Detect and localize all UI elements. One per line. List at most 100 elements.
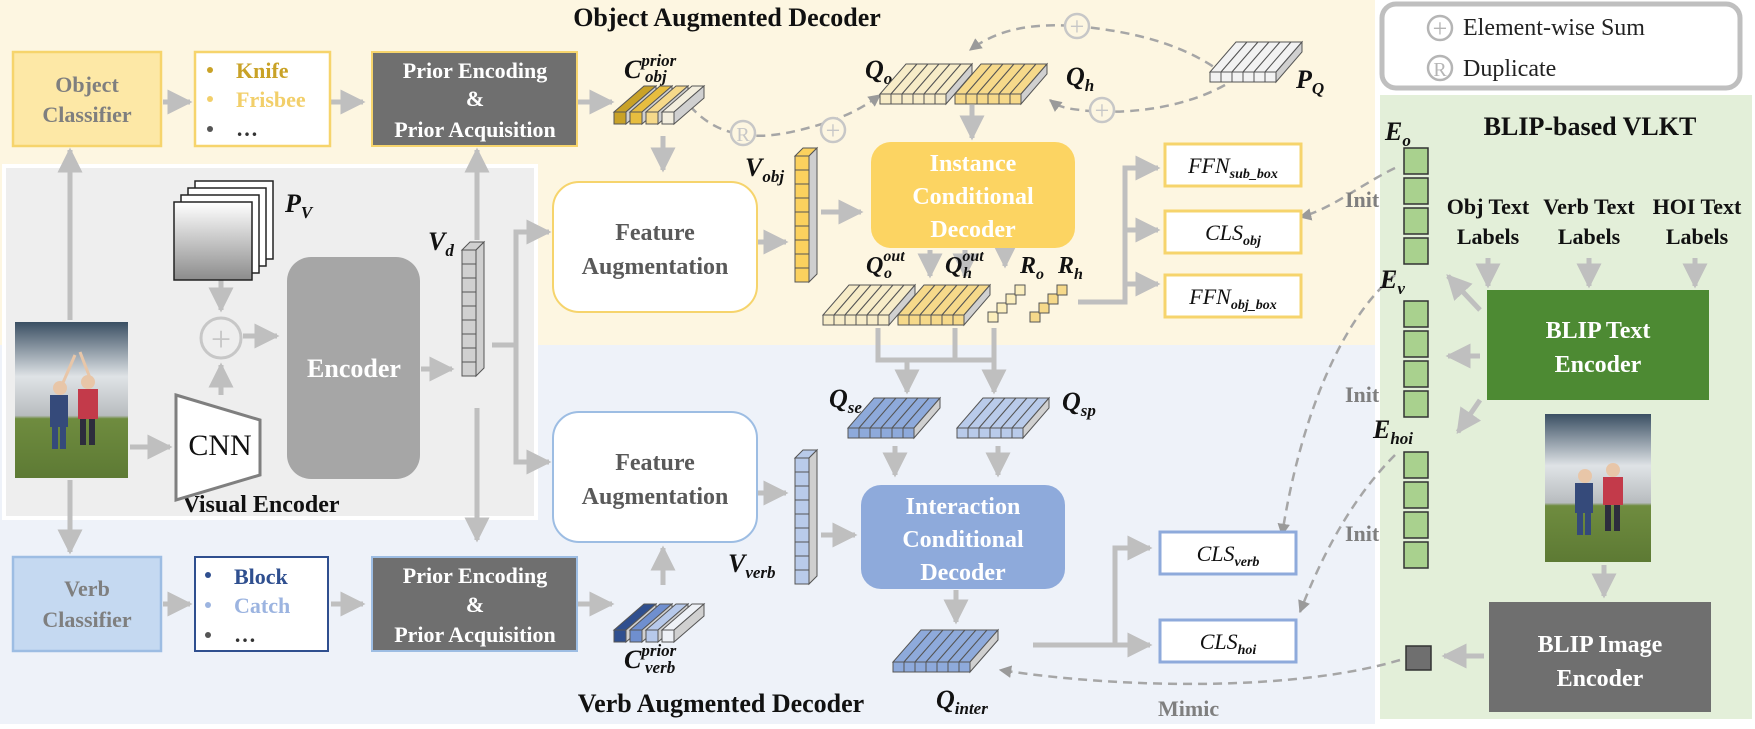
verb-text-labels-1: Verb Text <box>1543 194 1635 219</box>
q-h-out-bar <box>930 314 943 326</box>
obj-text-labels-2: Labels <box>1457 224 1520 249</box>
object-fa-label-2: Augmentation <box>582 254 729 280</box>
c-verb-bar <box>613 629 627 643</box>
object-decoder-title: Object Augmented Decoder <box>573 3 881 32</box>
v-verb-cube <box>794 485 810 501</box>
e-hoi-cell <box>1403 481 1429 509</box>
r-o-label: Ro <box>1019 253 1044 283</box>
q-sp-bar <box>1022 396 1050 440</box>
q-sp-bar <box>1000 427 1013 439</box>
q-inter-bar <box>925 661 938 673</box>
blip-vlkt-title: BLIP-based VLKT <box>1484 112 1697 141</box>
q-h-out-label: Qout <box>945 248 984 279</box>
q-h-out-bar <box>952 314 965 326</box>
r-h-cube <box>1038 302 1050 314</box>
v-obj-cube <box>794 225 810 241</box>
svg-text:+: + <box>826 116 841 145</box>
v-verb-cube <box>794 555 810 571</box>
c-obj-prior-label: Cprior <box>624 51 677 84</box>
q-inter-bar <box>969 628 999 674</box>
q-h-bar <box>987 93 1000 105</box>
init-label-1: Init <box>1345 187 1380 212</box>
v-verb-cube <box>794 527 810 543</box>
q-h-bar <box>998 93 1011 105</box>
v-verb-label: Vverb <box>728 549 776 582</box>
q-o-out-bar <box>822 314 835 326</box>
q-h-label: Qh <box>1066 62 1094 95</box>
verb-feature-augmentation-box <box>552 411 758 543</box>
verb-text-labels-2: Labels <box>1558 224 1621 249</box>
object-list-item-2: Frisbee <box>236 87 306 112</box>
head-cls-obj: CLSobj <box>1163 209 1303 255</box>
svg-text:FFNobj_box: FFNobj_box <box>1188 284 1276 313</box>
q-sp-bar <box>1011 427 1024 439</box>
v-verb-cube <box>794 471 810 487</box>
v-d-cube <box>461 319 477 335</box>
q-o-out-bar <box>855 314 868 326</box>
svg-text:CLSobj: CLSobj <box>1205 220 1261 249</box>
q-se-bar <box>902 427 915 439</box>
q-o-bar <box>923 93 936 105</box>
duplicate-icon <box>1426 54 1454 82</box>
verb-prior-label-2: & <box>466 592 484 617</box>
q-inter-bar <box>903 661 916 673</box>
obj-text-labels-1: Obj Text <box>1447 194 1530 219</box>
verb-list-item-3: … <box>234 622 256 647</box>
e-o-cell <box>1403 207 1429 235</box>
object-prior-label-2: & <box>466 86 484 111</box>
v-obj-cube <box>794 169 810 185</box>
q-h-out-bar <box>941 314 954 326</box>
q-sp-bar <box>967 427 980 439</box>
q-se-bar <box>891 427 904 439</box>
interaction-decoder-label-3: Decoder <box>920 560 1006 586</box>
head-ffn-sub-box: FFNsub_box <box>1163 142 1303 188</box>
verb-classifier-box <box>11 555 163 653</box>
verb-prior-label-1: Prior Encoding <box>403 563 547 588</box>
instance-conditional-decoder-box <box>871 142 1075 248</box>
v-verb-cube <box>794 513 810 529</box>
v-verb-cube <box>794 569 810 585</box>
q-o-bar <box>890 93 903 105</box>
q-sp-label: Qsp <box>1062 387 1096 420</box>
verb-fa-label-2: Augmentation <box>582 484 729 510</box>
v-obj-cube <box>794 183 810 199</box>
q-se-bar <box>869 427 882 439</box>
c-verb-bar <box>629 629 643 643</box>
q-h-bar <box>1020 62 1048 106</box>
legend-dup-label: Duplicate <box>1463 56 1556 82</box>
verb-classifier-label-2: Classifier <box>42 607 131 632</box>
v-obj-cube <box>794 239 810 255</box>
object-list-item-1: Knife <box>236 58 289 83</box>
verb-list-item-2: Catch <box>234 593 290 618</box>
v-obj-cube <box>808 146 818 284</box>
symbol-labels: Cprior obj Cprior verb Qo Qh PQ PV Vd Vo… <box>284 51 1413 718</box>
encoder-box <box>287 257 420 479</box>
q-sp-bar <box>956 427 969 439</box>
mimic-label: Mimic <box>1158 696 1219 721</box>
q-se-bar <box>913 396 941 440</box>
q-sp-bar <box>989 427 1002 439</box>
v-obj-cube <box>794 155 810 171</box>
c-verb-prior-label: Cprior <box>624 641 677 674</box>
legend-dup-glyph: R <box>1433 59 1447 81</box>
object-fa-label-1: Feature <box>615 220 695 246</box>
q-se-bar <box>858 427 871 439</box>
verb-list-item-1: Block <box>234 564 289 589</box>
q-sp-bar <box>978 427 991 439</box>
e-v-cell <box>1403 390 1429 418</box>
c-obj-sub-label: obj <box>645 67 667 86</box>
object-classifier-box <box>11 50 163 148</box>
verb-prior-label-3: Prior Acquisition <box>394 622 556 647</box>
q-h-out-bar <box>897 314 910 326</box>
q-h-bar <box>954 93 967 105</box>
q-o-label: Qo <box>865 55 892 88</box>
r-o-cube <box>1005 293 1017 305</box>
connector-arrows <box>57 89 1708 669</box>
v-d-cube <box>461 333 477 349</box>
q-o-bar <box>901 93 914 105</box>
interaction-conditional-decoder-box <box>861 485 1065 589</box>
e-v-label: Ev <box>1379 265 1405 298</box>
input-image <box>15 322 128 478</box>
q-o-bar <box>934 93 947 105</box>
